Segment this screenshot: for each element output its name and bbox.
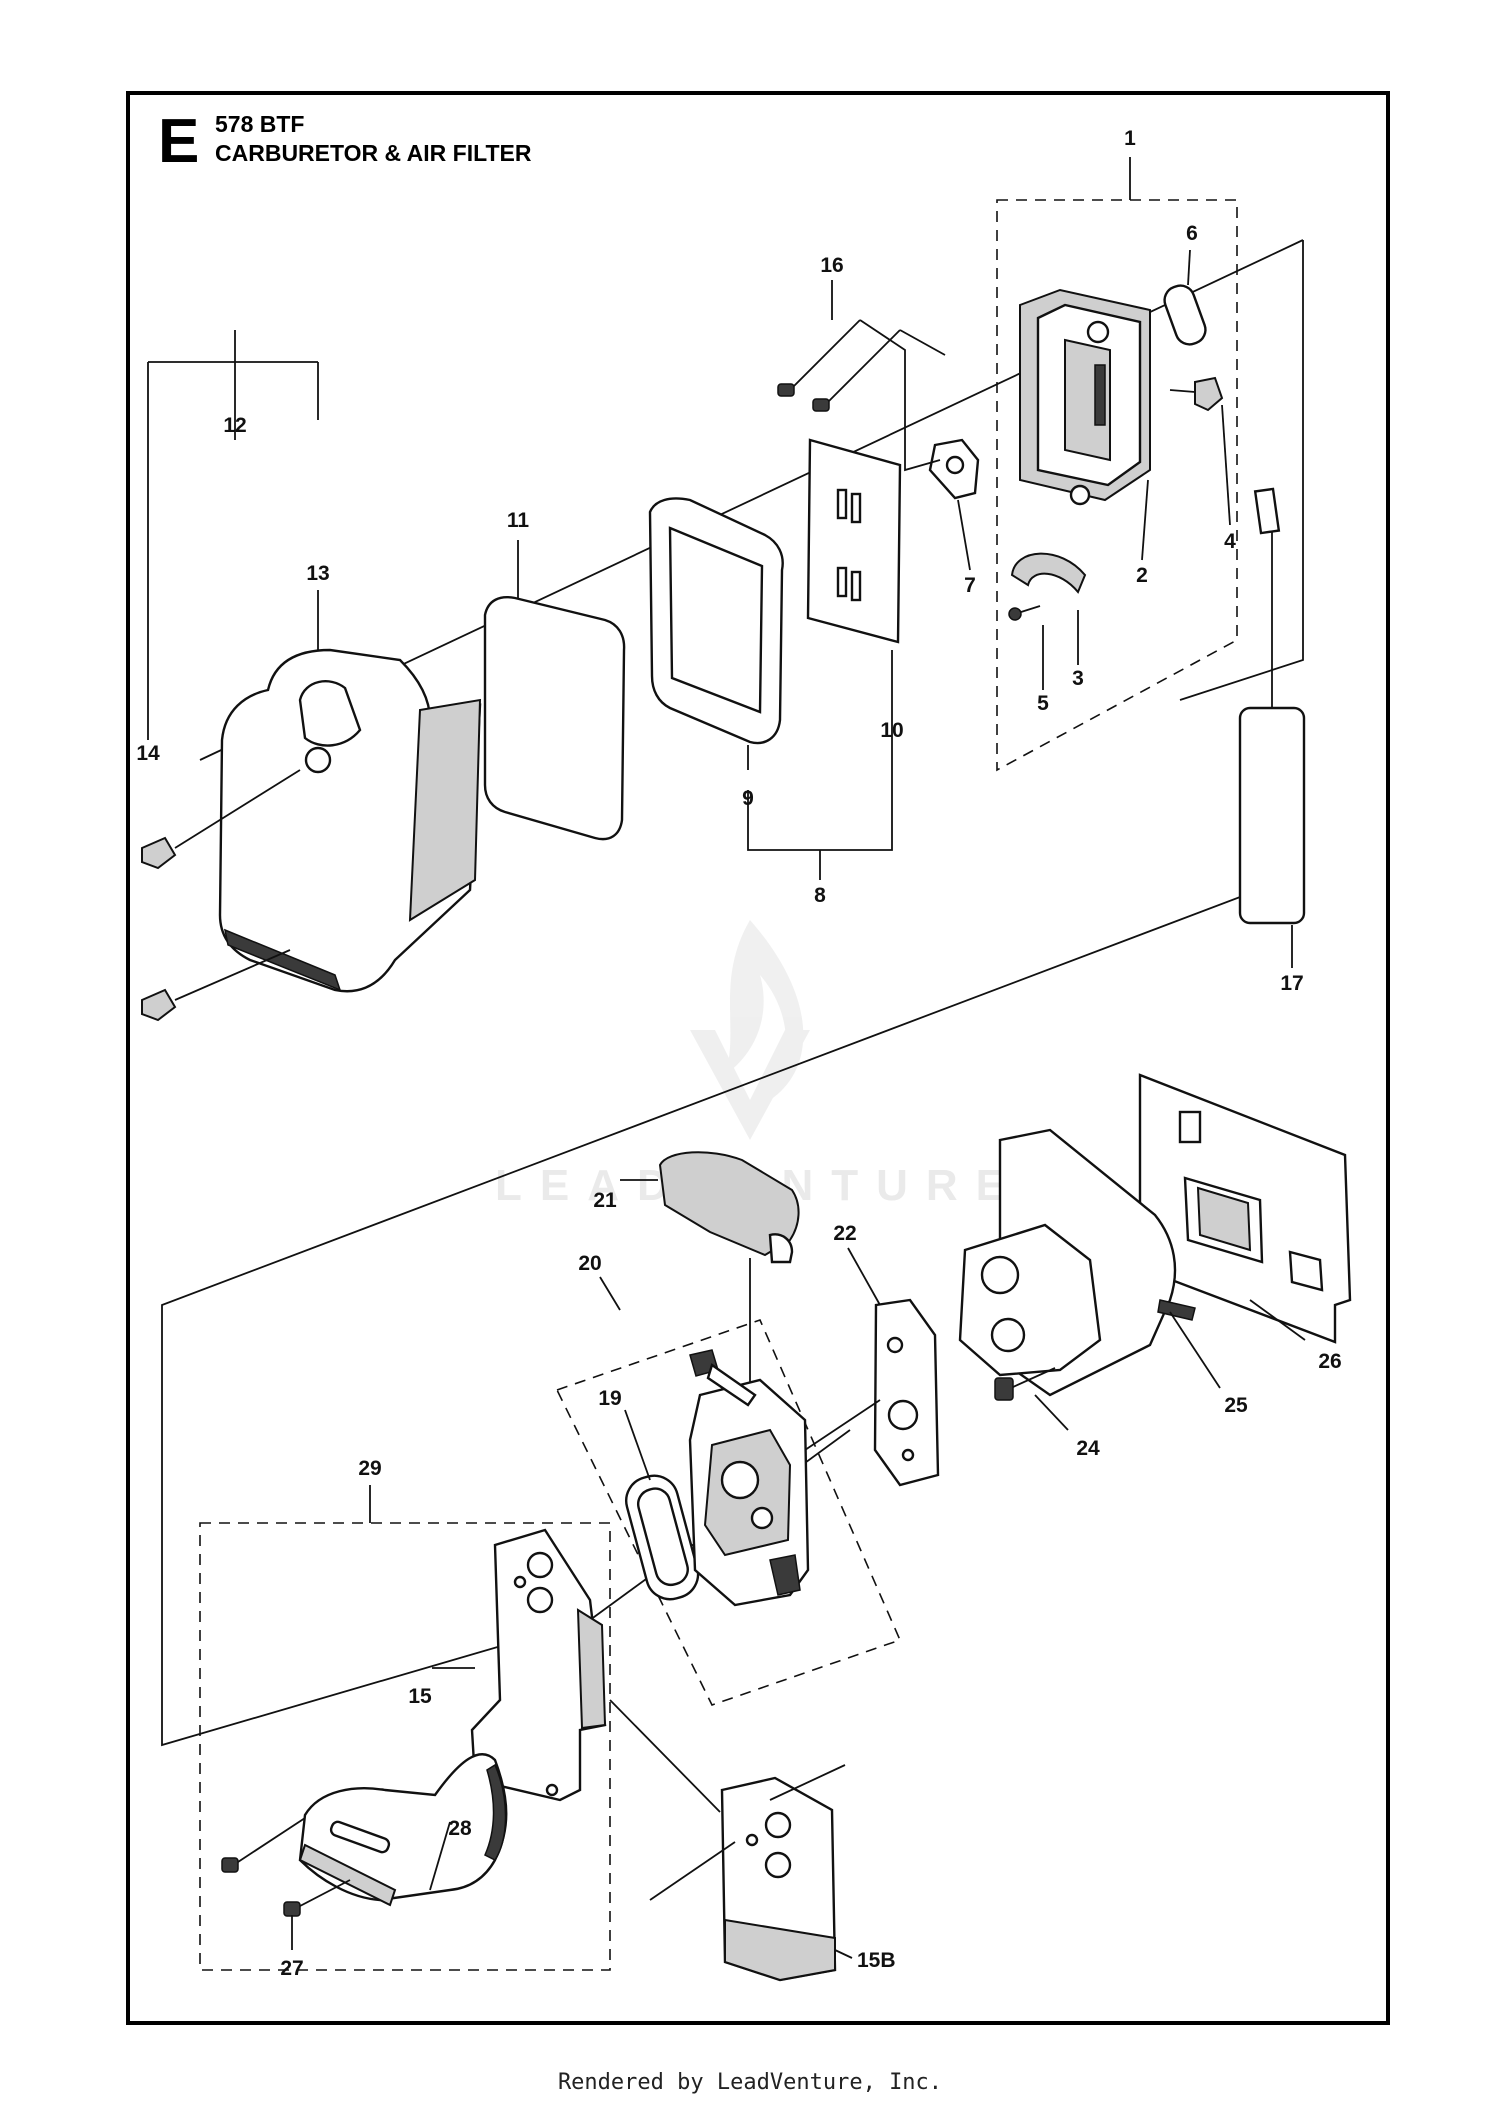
callout-28: 28	[448, 1817, 472, 1840]
callout-4: 4	[1224, 530, 1236, 553]
callout-21: 21	[593, 1189, 617, 1212]
watermark: LEADVENTURE	[495, 920, 1005, 1210]
part-22-gasket	[873, 1298, 940, 1487]
part-17-decal	[1238, 706, 1306, 925]
part-3-clamp	[1010, 552, 1087, 594]
callout-24: 24	[1076, 1437, 1100, 1460]
callout-5: 5	[1037, 692, 1049, 715]
part-6-o-ring	[1163, 284, 1207, 346]
carburetor-body	[688, 1349, 881, 1607]
part-13-filter-cover	[218, 648, 482, 993]
callout-26: 26	[1318, 1350, 1341, 1373]
part-14-knob-upper	[141, 769, 301, 870]
part-10-filter-screen	[806, 438, 902, 644]
callout-25: 25	[1224, 1394, 1248, 1417]
section-letter: E	[158, 107, 199, 176]
leader-lines-carburetor	[291, 1179, 1306, 1959]
callout-12: 12	[223, 414, 246, 437]
part-4-nut	[1169, 376, 1224, 412]
part-26-gasket-plate	[1138, 1073, 1352, 1344]
part-27-screws	[221, 1817, 351, 1917]
part-5-screw	[1008, 605, 1041, 621]
group-29-dashed-box	[199, 1522, 611, 1971]
callout-16: 16	[820, 254, 843, 277]
render-credit: Rendered by LeadVenture, Inc.	[557, 2070, 943, 2095]
callout-20: 20	[578, 1252, 601, 1275]
callout-7: 7	[964, 574, 976, 597]
callout-22: 22	[833, 1222, 856, 1245]
group-20-dashed-box	[555, 1319, 902, 1706]
part-11-filter-element	[483, 596, 626, 841]
group-1-dashed-box	[996, 199, 1238, 772]
watermark-v-icon	[690, 1030, 810, 1140]
diagram-title: CARBURETOR & AIR FILTER	[215, 140, 532, 166]
part-15b-heat-shield	[720, 1776, 837, 1982]
callout-2: 2	[1136, 564, 1148, 587]
part-28-air-guide	[298, 1753, 508, 1907]
callout-11: 11	[507, 509, 530, 532]
part-17-small-label	[1253, 487, 1281, 535]
callout-17: 17	[1280, 972, 1303, 995]
callout-1: 1	[1124, 127, 1136, 150]
callout-labels: 1 2 3 4 5 6 7 8 9 10 11 12 13 14 15 15B …	[136, 127, 1341, 1980]
model-name: 578 BTF	[215, 111, 304, 137]
part-25-intake-adapter	[958, 1128, 1196, 1397]
callout-13: 13	[306, 562, 329, 585]
part-2-air-filter-housing	[1019, 288, 1151, 506]
callout-9: 9	[742, 787, 754, 810]
callout-19: 19	[598, 1387, 621, 1410]
callout-15b: 15B	[857, 1949, 896, 1972]
part-9-gasket-frame	[648, 497, 784, 745]
part-24-screw	[994, 1367, 1056, 1401]
callout-3: 3	[1072, 667, 1084, 690]
leader-lines-air-filter	[147, 157, 1293, 968]
diagram-frame	[126, 91, 1390, 2025]
part-15-heat-shield	[470, 1528, 607, 1802]
part-14-knob-lower	[141, 949, 291, 1022]
part-16-bolts	[777, 319, 946, 472]
diagram-header: E 578 BTF CARBURETOR & AIR FILTER	[158, 107, 532, 176]
callout-15: 15	[408, 1685, 432, 1708]
callout-8: 8	[814, 884, 826, 907]
callout-6: 6	[1186, 222, 1198, 245]
callout-14: 14	[136, 742, 160, 765]
callout-29: 29	[358, 1457, 381, 1480]
watermark-flame-icon	[725, 920, 804, 1100]
callout-27: 27	[280, 1957, 303, 1980]
callout-10: 10	[880, 719, 903, 742]
part-21-choke-cover	[658, 1151, 800, 1385]
